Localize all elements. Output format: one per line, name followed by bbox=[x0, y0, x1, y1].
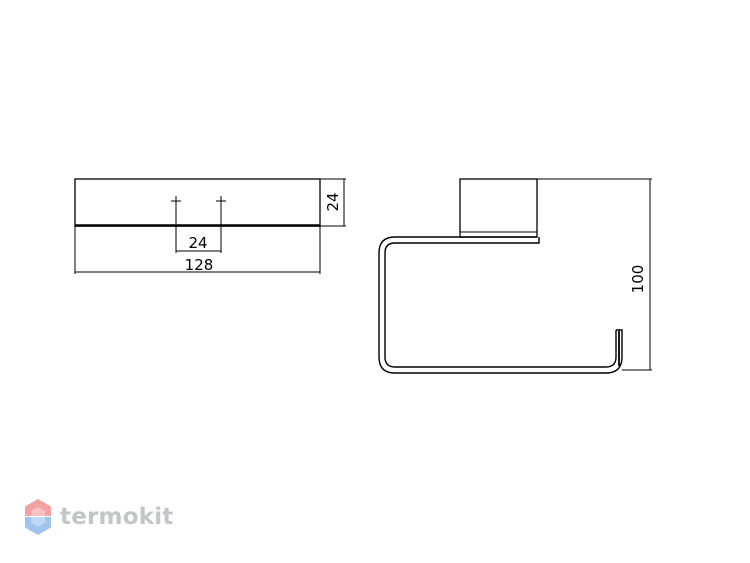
hexagon-logo-icon bbox=[25, 499, 51, 535]
width-label: 128 bbox=[185, 256, 214, 274]
watermark-logo: termokit bbox=[24, 498, 173, 536]
side-view bbox=[378, 178, 652, 374]
holder-arm-inner bbox=[378, 236, 623, 374]
hole-spacing-label: 24 bbox=[188, 234, 207, 252]
plate-outline bbox=[74, 178, 321, 227]
top-view bbox=[74, 178, 346, 274]
height-label: 100 bbox=[629, 265, 647, 294]
holder-arm-outer bbox=[384, 237, 617, 368]
watermark-text: termokit bbox=[60, 504, 174, 530]
wall-mount-block bbox=[459, 178, 538, 238]
depth-label: 24 bbox=[324, 192, 342, 211]
